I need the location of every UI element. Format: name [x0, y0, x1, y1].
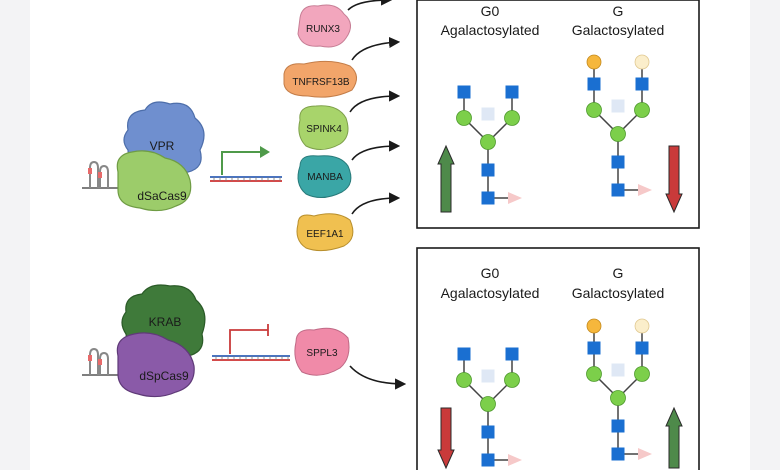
transcription-repression-bar-icon — [229, 324, 269, 354]
glcnac-icon — [505, 347, 519, 361]
g0-glycan-icon — [456, 85, 522, 205]
gene-label-tnfrsf13b: TNFRSF13B — [292, 77, 350, 88]
g0-title: G0 — [481, 265, 500, 281]
mannose-icon — [480, 134, 496, 150]
repression-dna — [212, 324, 290, 361]
gene-eef1a1: EEF1A1 — [296, 213, 354, 252]
glcnac-icon — [587, 341, 601, 355]
mannose-icon — [456, 372, 472, 388]
g-title: G — [613, 265, 624, 281]
glcnac-icon — [611, 155, 625, 169]
glcnac-icon — [611, 447, 625, 461]
gene-runx3: RUNX3 — [297, 4, 351, 48]
activation-glycan-panel: G0 Agalactosylated G Galactosylated — [416, 0, 700, 229]
mannose-icon — [610, 126, 626, 142]
galactose-icon — [634, 54, 650, 70]
protein-attachment-icon — [638, 184, 652, 196]
galactose-icon — [586, 54, 602, 70]
g-trend-arrow-icon — [665, 145, 683, 214]
repression-glycan-panel: G0 Agalactosylated G Galactosylated — [416, 247, 700, 470]
dspcas9-protein-icon — [116, 332, 195, 398]
glcnac-icon — [457, 347, 471, 361]
glcnac-icon — [505, 85, 519, 99]
mannose-icon — [504, 372, 520, 388]
mannose-icon — [610, 390, 626, 406]
bisecting-glcnac-icon — [611, 99, 625, 113]
gene-sppl3: SPPL3 — [294, 327, 350, 376]
g0-trend-arrow-icon — [437, 144, 455, 213]
glcnac-icon — [457, 85, 471, 99]
glcnac-icon — [481, 163, 495, 177]
gene-label-eef1a1: EEF1A1 — [306, 229, 344, 240]
sgrna-hairpin-icon — [82, 347, 118, 376]
g-subtitle: Galactosylated — [572, 285, 665, 301]
mannose-icon — [634, 102, 650, 118]
g-subtitle: Galactosylated — [572, 22, 665, 38]
gene-manba: MANBA — [297, 155, 352, 198]
gene-label-sppl3: SPPL3 — [306, 348, 338, 359]
mannose-icon — [504, 110, 520, 126]
glcnac-icon — [635, 341, 649, 355]
galactose-icon — [634, 318, 650, 334]
glcnac-icon — [481, 191, 495, 205]
g0-glycan-icon — [456, 347, 522, 467]
glcnac-icon — [481, 425, 495, 439]
g0-trend-arrow-icon — [437, 407, 455, 470]
gene-tnfrsf13b: TNFRSF13B — [283, 60, 357, 98]
glcnac-icon — [611, 183, 625, 197]
protein-attachment-icon — [508, 454, 522, 466]
g-title: G — [613, 3, 624, 19]
protein-attachment-icon — [638, 448, 652, 460]
bisecting-glcnac-icon — [481, 369, 495, 383]
gene-label-spink4: SPINK4 — [306, 124, 342, 135]
protein-attachment-icon — [508, 192, 522, 204]
mannose-icon — [586, 366, 602, 382]
bisecting-glcnac-icon — [481, 107, 495, 121]
down-arrow-shape — [665, 145, 683, 214]
down-arrow-shape — [437, 407, 455, 470]
krab-label: KRAB — [149, 315, 182, 329]
repression-complex: KRAB dSpCas9 — [82, 284, 206, 398]
sppl3-to-glycan-arrow — [349, 365, 407, 390]
dsacas9-protein-icon — [116, 150, 192, 212]
glcnac-icon — [481, 453, 495, 467]
dspcas9-label: dSpCas9 — [139, 369, 189, 383]
g0-title: G0 — [481, 3, 500, 19]
g-glycan-icon — [586, 54, 652, 197]
galactose-icon — [586, 318, 602, 334]
g-trend-arrow-icon — [665, 406, 683, 469]
glcnac-icon — [635, 77, 649, 91]
g0-subtitle: Agalactosylated — [441, 22, 540, 38]
g0-subtitle: Agalactosylated — [441, 285, 540, 301]
gene-label-runx3: RUNX3 — [306, 24, 340, 35]
mannose-icon — [456, 110, 472, 126]
mannose-icon — [480, 396, 496, 412]
vpr-label: VPR — [150, 139, 175, 153]
transcription-activation-arrow-icon — [221, 151, 262, 175]
gene-spink4: SPINK4 — [298, 105, 349, 150]
glcnac-icon — [587, 77, 601, 91]
gene-to-glycan-arrows — [347, 0, 401, 215]
mannose-icon — [634, 366, 650, 382]
sgrna-hairpin-icon — [82, 160, 118, 189]
up-arrow-shape — [437, 144, 455, 213]
up-arrow-shape — [665, 406, 683, 469]
g-glycan-icon — [586, 318, 652, 461]
activation-dna — [210, 146, 282, 182]
gene-label-manba: MANBA — [307, 172, 343, 183]
activation-complex: VPR dSaCas9 — [82, 101, 205, 212]
dsacas9-label: dSaCas9 — [137, 189, 187, 203]
bisecting-glcnac-icon — [611, 363, 625, 377]
mannose-icon — [586, 102, 602, 118]
glcnac-icon — [611, 419, 625, 433]
